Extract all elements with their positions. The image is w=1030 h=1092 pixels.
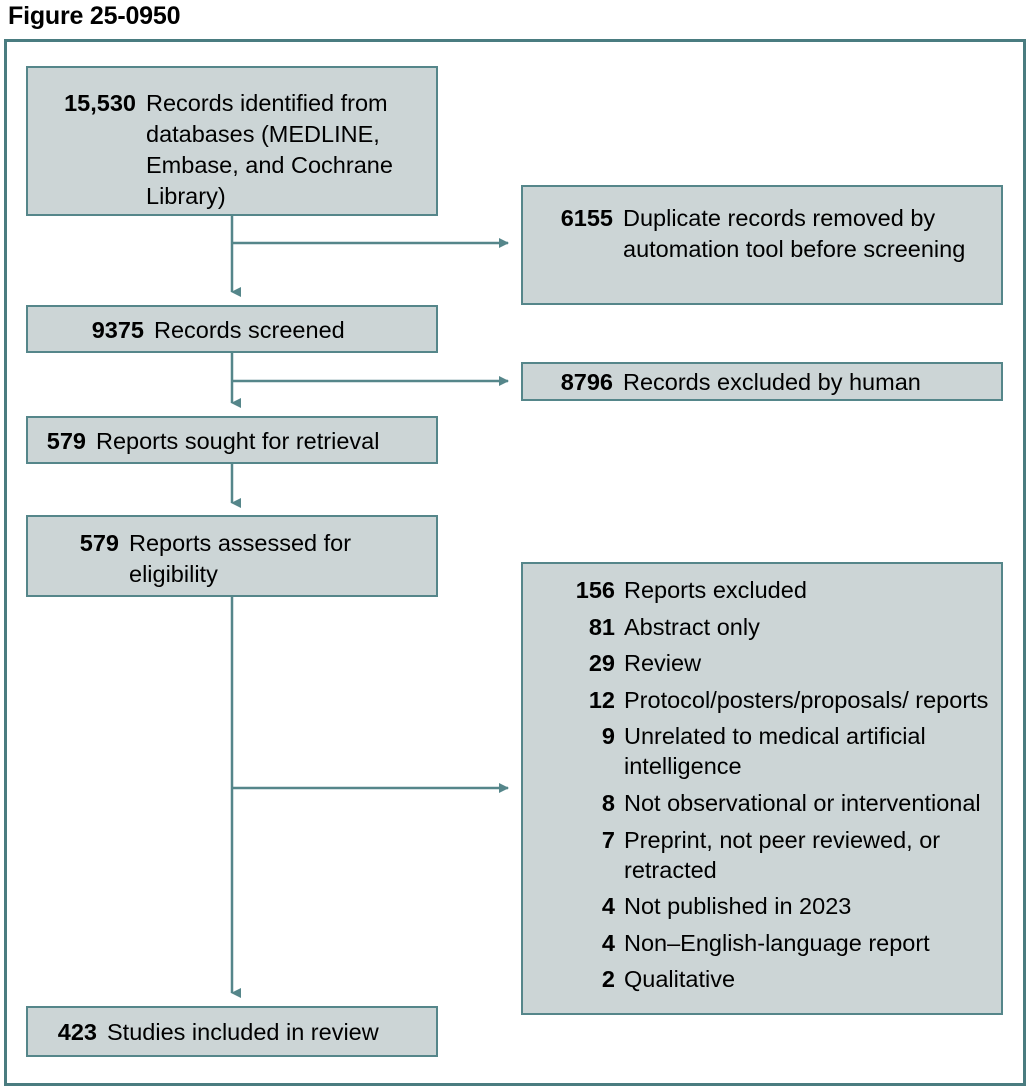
box-records-screened-count: 9375: [91, 317, 144, 343]
box-reports-excluded-label: Reports excluded: [624, 577, 807, 603]
box-records-excluded-by-human-label: Records excluded by human: [623, 369, 921, 395]
exclusion-reason-row: 7 Preprint, not peer reviewed, or retract…: [531, 825, 995, 885]
exclusion-reason-count: 12: [588, 686, 615, 713]
box-duplicate-records-removed-count: 6155: [560, 205, 613, 231]
box-reports-assessed-label: Reports assessed for eligibility: [129, 530, 352, 587]
exclusion-reason-row: 12 Protocol/posters/proposals/ reports: [531, 685, 995, 715]
exclusion-reason-row: 9 Unrelated to medical artificial intelli…: [531, 721, 995, 781]
exclusion-reason-row: 4 Not published in 2023: [531, 891, 995, 921]
box-studies-included-count: 423: [57, 1019, 97, 1045]
exclusion-reason-label: Abstract only: [624, 613, 760, 640]
exclusion-reason-label: Preprint, not peer reviewed, or retracte…: [624, 826, 941, 883]
box-records-screened-label: Records screened: [154, 317, 345, 343]
box-records-excluded-by-human-count: 8796: [560, 369, 613, 395]
exclusion-reason-count: 2: [601, 966, 615, 993]
exclusion-reason-label: Qualitative: [624, 966, 736, 993]
exclusion-reason-row: 4 Non–English-language report: [531, 928, 995, 958]
box-studies-included: 423 Studies included in review: [26, 1006, 438, 1057]
exclusion-reason-count: 81: [588, 613, 615, 640]
exclusion-reason-label: Not published in 2023: [624, 893, 852, 920]
box-records-screened: 9375 Records screened: [26, 305, 438, 353]
box-reports-excluded-count: 156: [575, 577, 615, 603]
box-reports-assessed: 579 Reports assessed for eligibility: [26, 515, 438, 597]
box-records-identified-label: Records identified from databases (MEDLI…: [146, 90, 393, 209]
exclusion-reason-count: 9: [601, 723, 615, 750]
exclusion-reason-row: 2 Qualitative: [531, 964, 995, 994]
box-studies-included-label: Studies included in review: [107, 1019, 379, 1045]
box-records-identified: 15,530 Records identified from databases…: [26, 66, 438, 216]
exclusion-reason-label: Non–English-language report: [624, 929, 930, 956]
exclusion-reason-label: Unrelated to medical artificial intellig…: [624, 723, 926, 780]
exclusion-reason-row: 81 Abstract only: [531, 612, 995, 642]
box-reports-sought-count: 579: [46, 428, 86, 454]
exclusion-reason-count: 4: [601, 893, 615, 920]
box-reports-sought-label: Reports sought for retrieval: [96, 428, 380, 454]
figure-title: Figure 25-0950: [8, 2, 181, 30]
exclusion-reason-count: 8: [601, 789, 615, 816]
exclusion-reason-count: 29: [588, 650, 615, 677]
box-duplicate-records-removed-label: Duplicate records removed by automation …: [623, 205, 966, 262]
exclusion-reason-label: Review: [624, 650, 702, 677]
exclusion-reason-row: 29 Review: [531, 648, 995, 678]
exclusion-reason-row: 8 Not observational or interventional: [531, 788, 995, 818]
exclusion-reason-label: Not observational or interventional: [624, 789, 981, 816]
exclusion-reason-label: Protocol/posters/proposals/ reports: [624, 686, 989, 713]
exclusion-reason-count: 7: [601, 826, 615, 853]
box-records-identified-count: 15,530: [64, 90, 136, 116]
exclusion-reason-count: 4: [601, 929, 615, 956]
reports-excluded-header: 156 Reports excluded: [531, 575, 995, 605]
box-records-excluded-by-human: 8796 Records excluded by human: [521, 362, 1003, 401]
box-reports-assessed-count: 579: [79, 530, 119, 556]
box-duplicate-records-removed: 6155 Duplicate records removed by automa…: [521, 185, 1003, 305]
box-reports-sought: 579 Reports sought for retrieval: [26, 416, 438, 464]
